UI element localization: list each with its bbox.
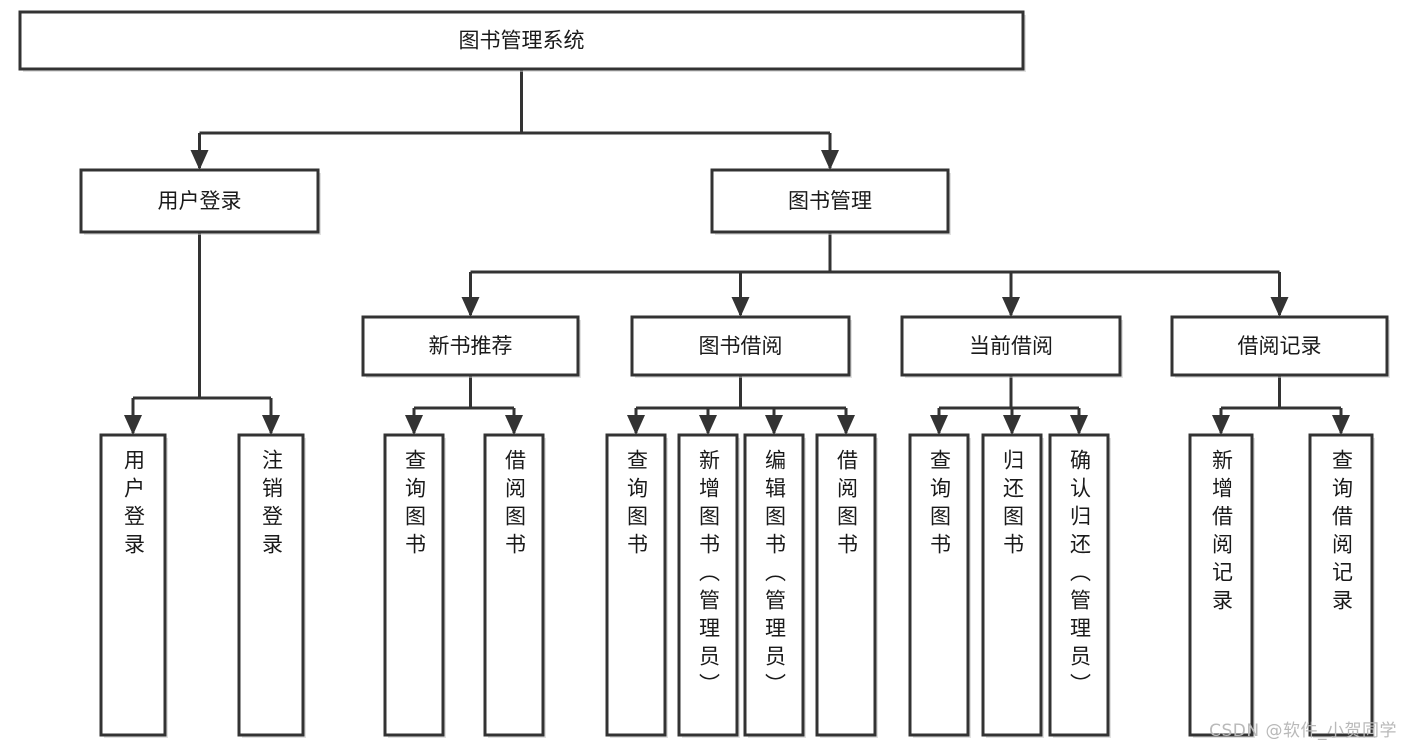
node-box-leaf[interactable] bbox=[99, 433, 167, 737]
arrow-head bbox=[765, 415, 783, 435]
arrow-head bbox=[837, 415, 855, 435]
node-label: 用户登录 bbox=[158, 189, 242, 213]
node-label: 借阅记录 bbox=[1238, 334, 1322, 358]
node-box-level2[interactable] bbox=[710, 168, 950, 234]
connector-layer bbox=[124, 69, 1350, 435]
node-box-root[interactable] bbox=[18, 10, 1025, 71]
node-label: 图书借阅 bbox=[699, 334, 783, 358]
arrow-head bbox=[930, 415, 948, 435]
arrow-head bbox=[124, 415, 142, 435]
arrow-head bbox=[1270, 297, 1289, 317]
node-box-leaf[interactable] bbox=[981, 433, 1043, 737]
node-box-leaf[interactable] bbox=[1188, 433, 1254, 737]
arrow-head bbox=[1002, 297, 1020, 317]
arrow-head bbox=[699, 415, 717, 435]
node-box-leaf[interactable] bbox=[677, 433, 739, 737]
arrow-head bbox=[821, 150, 839, 170]
node-box-leaf[interactable] bbox=[383, 433, 445, 737]
box-layer bbox=[18, 10, 1390, 738]
arrow-head bbox=[627, 415, 645, 435]
node-box-leaf[interactable] bbox=[1048, 433, 1110, 737]
node-label: 当前借阅 bbox=[969, 334, 1053, 358]
node-box-level3[interactable] bbox=[1170, 315, 1389, 377]
node-box-leaf[interactable] bbox=[815, 433, 877, 737]
arrow-head bbox=[731, 297, 750, 317]
node-box-leaf[interactable] bbox=[605, 433, 667, 737]
arrow-head bbox=[190, 150, 209, 170]
arrow-head bbox=[461, 297, 480, 317]
arrow-head bbox=[1332, 415, 1350, 435]
node-box-leaf[interactable] bbox=[483, 433, 545, 737]
node-box-level3[interactable] bbox=[630, 315, 851, 377]
watermark-text: CSDN @软件_小贺同学 bbox=[1209, 721, 1397, 741]
node-box-leaf[interactable] bbox=[1308, 433, 1374, 737]
node-box-leaf[interactable] bbox=[908, 433, 970, 737]
arrow-head bbox=[1070, 415, 1088, 435]
node-box-leaf[interactable] bbox=[237, 433, 305, 737]
node-label: 新书推荐 bbox=[429, 334, 513, 358]
node-label: 图书管理系统 bbox=[459, 29, 585, 53]
node-box-level3[interactable] bbox=[900, 315, 1122, 377]
arrow-head bbox=[262, 415, 280, 435]
node-label: 图书管理 bbox=[788, 189, 872, 213]
arrow-head bbox=[405, 415, 423, 435]
arrow-head bbox=[1003, 415, 1021, 435]
arrow-head bbox=[1212, 415, 1230, 435]
node-box-level2[interactable] bbox=[79, 168, 320, 234]
node-box-level3[interactable] bbox=[361, 315, 580, 377]
arrow-head bbox=[505, 415, 523, 435]
node-box-leaf[interactable] bbox=[743, 433, 805, 737]
